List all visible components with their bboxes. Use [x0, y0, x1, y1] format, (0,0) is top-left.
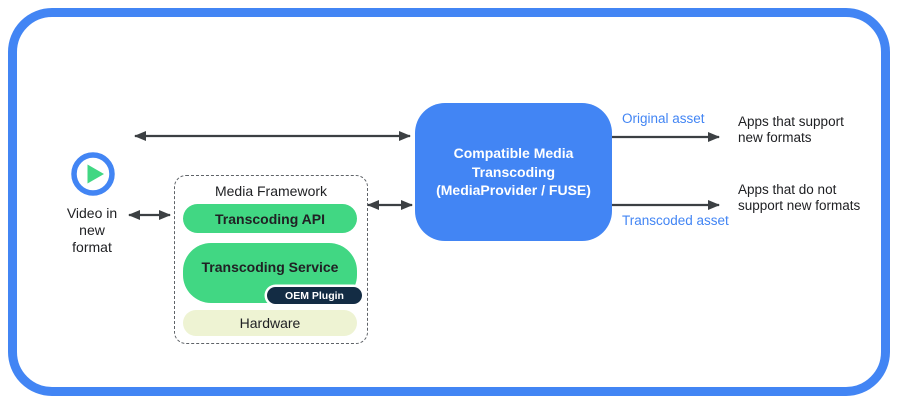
apps-support-label: Apps that support new formats — [738, 114, 844, 146]
media-framework-box — [174, 175, 368, 344]
transcoded-asset-label: Transcoded asset — [622, 213, 729, 228]
oem-plugin-pill: OEM Plugin — [267, 287, 362, 304]
apps-no-support-label: Apps that do not support new formats — [738, 182, 861, 214]
play-icon — [71, 152, 115, 196]
media-framework-title: Media Framework — [214, 183, 328, 199]
compatible-media-transcoding-box: Compatible Media Transcoding (MediaProvi… — [415, 103, 612, 241]
video-source-label: Video in new format — [66, 205, 118, 255]
hardware-pill: Hardware — [183, 310, 357, 336]
transcoding-api-pill: Transcoding API — [183, 204, 357, 233]
diagram-outer-border — [8, 8, 890, 396]
original-asset-label: Original asset — [622, 111, 705, 126]
